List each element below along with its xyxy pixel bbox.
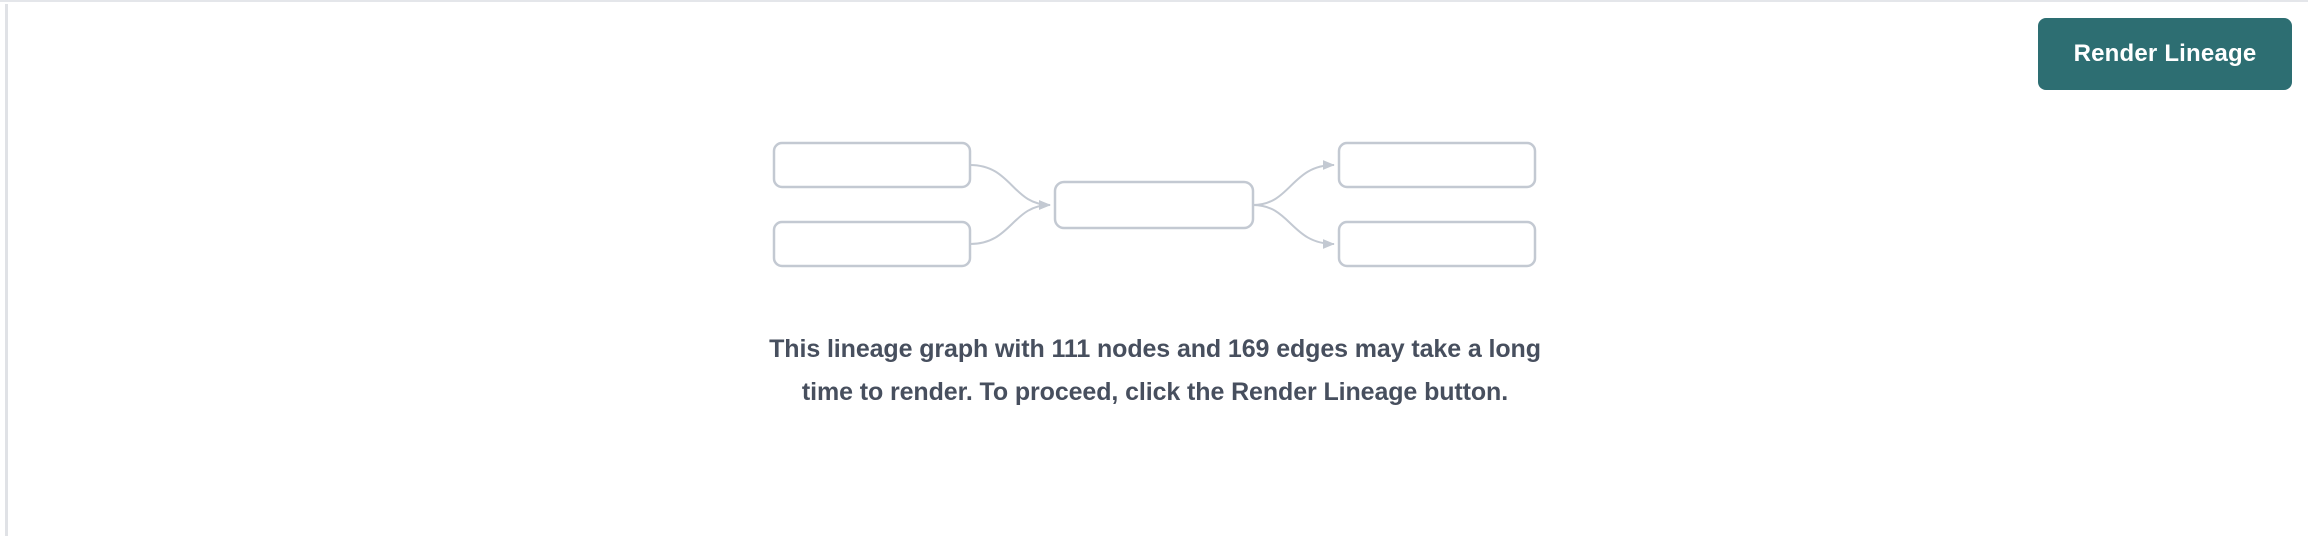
placeholder-edge-downstream-1	[1252, 160, 1335, 206]
placeholder-node-upstream-2	[772, 220, 972, 268]
placeholder-edge-group	[969, 160, 1335, 249]
placeholder-node-upstream-1	[772, 141, 972, 189]
render-lineage-button[interactable]: Render Lineage	[2038, 18, 2292, 90]
left-edge-rule	[5, 4, 8, 536]
graph-placeholder-illustration	[754, 128, 1554, 288]
placeholder-edge-upstream-2	[969, 200, 1051, 245]
placeholder-node-downstream-2	[1337, 220, 1537, 268]
placeholder-node-downstream-1	[1337, 141, 1537, 189]
lineage-warning-message: This lineage graph with 111 nodes and 16…	[769, 335, 1541, 406]
placeholder-node-focus	[1053, 180, 1255, 230]
placeholder-edge-downstream-2	[1252, 204, 1335, 249]
placeholder-edge-upstream-1	[969, 164, 1051, 210]
placeholder-node-group	[772, 141, 1537, 268]
